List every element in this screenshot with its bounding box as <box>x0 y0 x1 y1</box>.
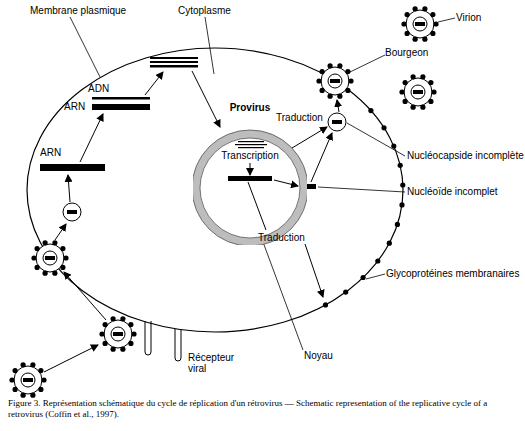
dna-strand <box>92 97 150 100</box>
glycoprotein-dot <box>368 108 373 113</box>
nucleus-label: Noyau <box>304 350 333 361</box>
nuclear-envelope-outer <box>193 130 307 245</box>
cycle-arrow <box>80 114 103 162</box>
receptor-symbol <box>145 321 151 355</box>
cycle-arrow <box>337 100 339 112</box>
glycoprotein-dot <box>323 302 328 307</box>
figure-caption: Figure 3. Représentation schématique du … <box>8 398 518 420</box>
cycle-arrow <box>64 272 106 320</box>
dna-strand <box>150 65 198 68</box>
cycle-arrow <box>311 133 332 182</box>
cycle-arrow <box>250 163 251 175</box>
glycoprotein-label: Glycoprotéines membranaires <box>386 268 519 279</box>
virion-symbol <box>9 362 46 398</box>
glycoprotein-dot <box>395 222 400 227</box>
glycoprotein-dot <box>343 290 348 295</box>
leader-line <box>347 123 405 156</box>
translation-label: Traduction <box>276 112 323 123</box>
budding-virion <box>316 63 353 99</box>
entering-virion <box>31 240 68 276</box>
receptor-symbol <box>175 329 181 361</box>
dna-strand <box>150 61 198 63</box>
cell-membrane <box>27 48 403 332</box>
cycle-line <box>248 182 266 230</box>
cytoplasm-label: Cytoplasme <box>178 5 231 16</box>
glycoprotein-dot <box>399 202 404 207</box>
rna-strand <box>92 104 150 110</box>
glycoprotein-dot <box>361 275 366 280</box>
provirus-strand <box>235 144 267 145</box>
cycle-arrow <box>55 224 66 240</box>
cycle-arrows <box>44 71 339 372</box>
rna-label: ARN <box>64 101 85 112</box>
virion-label: Virion <box>456 12 481 23</box>
leader-lines <box>70 17 455 350</box>
glycoprotein-dot <box>387 241 392 246</box>
rna-strand <box>40 164 105 171</box>
cycle-arrow <box>305 244 323 297</box>
rna-strand <box>228 176 272 181</box>
dna-strand <box>150 57 198 59</box>
virion-symbol <box>401 6 438 42</box>
rna-label: ARN <box>40 147 61 158</box>
nucleocapsid-label: Nucléocapside incomplète <box>407 150 524 161</box>
viral-receptors <box>145 321 181 361</box>
provirus-heading: Provirus <box>193 102 307 113</box>
leader-line <box>70 17 100 77</box>
cycle-arrow <box>68 175 70 202</box>
cycle-arrow <box>44 345 98 372</box>
leader-line <box>263 242 303 350</box>
glycoprotein-dot <box>375 258 380 263</box>
process-label: Transcription <box>193 150 307 161</box>
cycle-arrow <box>145 72 163 95</box>
nucleoid-label: Nucléoïde incomplet <box>407 186 498 197</box>
membrane-label: Membrane plasmique <box>30 5 126 16</box>
bud-label: Bourgeon <box>385 47 428 58</box>
translation-label: Traduction <box>258 232 305 243</box>
nucleic-acids <box>40 57 316 189</box>
dna-label: ADN <box>88 83 109 94</box>
leader-line <box>350 55 385 72</box>
receptor-label: Récepteur viral <box>188 352 242 374</box>
provirus-strand <box>238 141 264 142</box>
virion-symbol <box>399 74 436 110</box>
bound-virion <box>99 316 136 352</box>
glycoprotein-dot <box>391 144 396 149</box>
leader-line <box>318 187 405 192</box>
capsid-symbol <box>63 203 81 221</box>
leader-line <box>205 17 214 74</box>
leader-line <box>438 18 455 22</box>
glycoprotein-dot <box>398 163 403 168</box>
glycoprotein-dot <box>400 182 405 187</box>
leader-line <box>366 274 385 279</box>
provirus-strand <box>238 147 264 148</box>
cycle-arrow <box>192 71 220 127</box>
capsid-symbol <box>328 113 346 131</box>
cycle-arrow <box>274 180 298 186</box>
cycle-arrow <box>292 127 327 148</box>
glycoprotein-dot <box>381 125 386 130</box>
